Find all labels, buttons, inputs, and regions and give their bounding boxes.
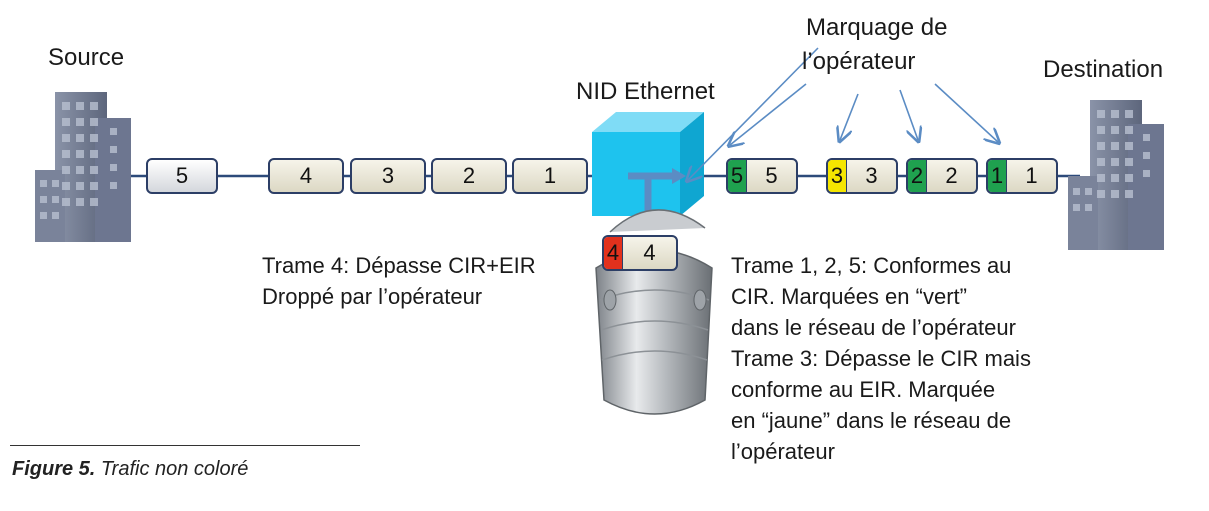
color-mark: 2 (908, 160, 927, 192)
marked-frame: 1 1 (986, 158, 1058, 194)
figure-caption: Figure 5. Trafic non coloré (12, 458, 248, 481)
note-line: CIR. Marquées en “vert” (731, 284, 967, 309)
marked-frame: 3 3 (826, 158, 898, 194)
marking-label-line1: Marquage de (806, 14, 948, 41)
nid-label: NID Ethernet (576, 78, 715, 105)
marking-label-line2: l’opérateur (802, 48, 916, 75)
source-building-icon (35, 92, 131, 242)
conform-note: Trame 1, 2, 5: Conformes au CIR. Marquée… (731, 250, 1031, 467)
frame-number: 5 (765, 163, 778, 188)
color-mark: 4 (604, 237, 623, 269)
destination-label: Destination (1043, 56, 1164, 83)
note-line: Trame 3: Dépasse le CIR mais (731, 346, 1031, 371)
marked-frame: 5 5 (726, 158, 798, 194)
note-line: dans le réseau de l’opérateur (731, 315, 1016, 340)
note-line: conforme au EIR. Marquée (731, 377, 996, 402)
note-line: en “jaune” dans le réseau de (731, 408, 1012, 433)
caption-label: Figure 5. (12, 458, 96, 480)
frame-number: 2 (945, 163, 958, 188)
frame-number: 4 (643, 240, 656, 265)
source-frame: 3 (350, 158, 426, 194)
note-line: Droppé par l’opérateur (262, 284, 483, 309)
marked-frame: 2 2 (906, 158, 978, 194)
caption-text: Trafic non coloré (100, 458, 249, 480)
frame-number: 1 (1025, 163, 1038, 188)
color-mark: 3 (828, 160, 847, 192)
note-line: Trame 1, 2, 5: Conformes au (731, 253, 1012, 278)
marking-arrows (688, 47, 998, 180)
source-frame: 1 (512, 158, 588, 194)
caption-rule (10, 445, 360, 446)
trash-can-icon (595, 209, 713, 415)
source-frame: 2 (431, 158, 507, 194)
dropped-note: Trame 4: Dépasse CIR+EIR Droppé par l’op… (262, 250, 536, 312)
note-line: Trame 4: Dépasse CIR+EIR (262, 253, 536, 278)
color-mark: 5 (728, 160, 747, 192)
source-frame: 4 (268, 158, 344, 194)
color-mark: 1 (988, 160, 1007, 192)
source-label: Source (48, 44, 125, 71)
dropped-frame: 4 4 (602, 235, 678, 271)
nid-cube-icon (592, 112, 704, 226)
destination-building-icon (1068, 100, 1164, 250)
frame-number: 3 (865, 163, 878, 188)
source-frame: 5 (146, 158, 218, 194)
note-line: l’opérateur (731, 439, 835, 464)
